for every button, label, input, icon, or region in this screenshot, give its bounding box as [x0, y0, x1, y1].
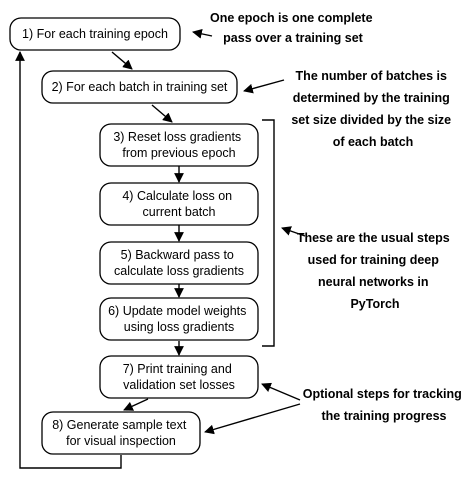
- step-6-box: 6) Update model weights using loss gradi…: [99, 297, 259, 341]
- step-1-box: 1) For each training epoch: [9, 17, 181, 51]
- step-2-label: 2) For each batch in training set: [52, 80, 228, 94]
- annotation-epoch: One epoch is one complete pass over a tr…: [210, 11, 376, 45]
- annotation-optional: Optional steps for tracking the training…: [303, 387, 466, 423]
- step-8-box: 8) Generate sample text for visual inspe…: [41, 411, 201, 455]
- annotation-epoch-arrow: [192, 29, 213, 39]
- step-3-label: 3) Reset loss gradients from previous ep…: [113, 130, 244, 160]
- step-7-box: 7) Print training and validation set los…: [99, 355, 259, 399]
- step-8-label: 8) Generate sample text for visual inspe…: [52, 418, 190, 448]
- step-6-label: 6) Update model weights using loss gradi…: [108, 304, 250, 334]
- annotation-batches: The number of batches is determined by t…: [291, 69, 454, 149]
- annotation-optional-arrow-upper: [261, 382, 301, 401]
- step-1-label: 1) For each training epoch: [22, 27, 168, 41]
- annotation-optional-arrow-lower: [204, 403, 301, 435]
- step-4-label: 4) Calculate loss on current batch: [122, 189, 235, 219]
- arrow-1-to-2: [111, 51, 133, 70]
- arrow-7-to-8: [123, 398, 149, 411]
- arrow-2-to-3: [151, 104, 173, 123]
- step-5-box: 5) Backward pass to calculate loss gradi…: [99, 241, 259, 285]
- loop-back-arrow: [15, 51, 122, 469]
- step-4-box: 4) Calculate loss on current batch: [99, 182, 259, 226]
- step-7-label: 7) Print training and validation set los…: [123, 362, 236, 392]
- step-5-label: 5) Backward pass to calculate loss gradi…: [114, 248, 244, 278]
- annotation-usual-steps-arrow: [281, 226, 306, 237]
- annotation-usual-steps: These are the usual steps used for train…: [297, 231, 453, 311]
- step-2-box: 2) For each batch in training set: [41, 70, 238, 104]
- step-3-box: 3) Reset loss gradients from previous ep…: [99, 123, 259, 167]
- annotation-batches-arrow: [243, 79, 285, 94]
- steps-3-6-bracket: [262, 119, 275, 347]
